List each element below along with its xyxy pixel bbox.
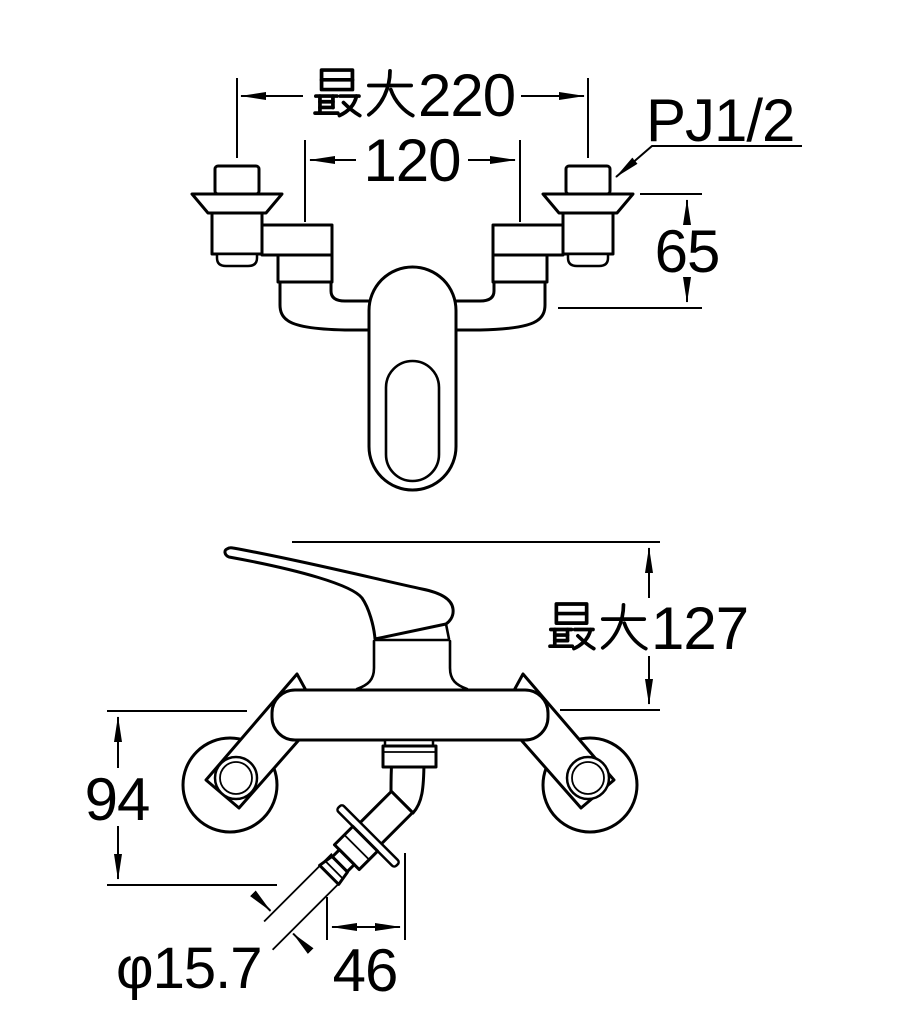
dim-spout-reach-value: 46	[333, 937, 398, 1004]
handle-neck	[448, 639, 469, 691]
dim-max-width-value: 220	[418, 62, 515, 129]
left-elbow	[278, 279, 382, 332]
right-union-nut	[491, 253, 549, 284]
right-supply-arm	[491, 223, 565, 257]
right-fitting-cap-bottom	[566, 252, 610, 268]
dim-spout-diameter-value: φ15.7	[116, 936, 262, 1001]
left-union-nut	[276, 253, 334, 284]
dim-wall-clearance-value: 65	[655, 218, 720, 285]
dim-spout-drop: 94	[85, 710, 277, 886]
kanji-saidai-icon	[367, 69, 415, 118]
thread-label: PJ1/2	[646, 87, 794, 154]
dim-spout-drop-value: 94	[85, 766, 150, 833]
dim-wall-clearance: 65	[558, 193, 720, 309]
dim-pipe-pitch-value: 120	[363, 127, 460, 194]
right-fitting-body	[561, 211, 615, 256]
kanji-saidai-icon	[313, 68, 362, 118]
spout-outlet-line	[324, 860, 344, 880]
callout-thread: PJ1/2	[615, 87, 802, 178]
kanji-saidai-icon	[600, 602, 648, 651]
left-wall-flange	[190, 192, 284, 215]
left-pipe-stub-inner	[219, 761, 253, 795]
dim-max-width: 220	[236, 62, 589, 158]
left-fitting-cap-bottom	[215, 252, 259, 268]
dim-max-height: 127	[292, 541, 749, 711]
handle-neck	[355, 639, 376, 691]
dia-ext-line	[263, 852, 333, 923]
lever-handle-front	[367, 265, 458, 492]
left-pipe-stub	[213, 755, 259, 801]
right-pipe-stub	[565, 755, 611, 801]
cartridge-cap-line	[444, 622, 451, 641]
right-pipe-stub-inner	[571, 761, 605, 795]
kanji-saidai-icon	[548, 602, 596, 651]
lever-grip-detail	[384, 359, 441, 483]
dim-pipe-pitch: 120	[304, 127, 521, 222]
dim-spout-reach: 46	[326, 853, 406, 1004]
front-view: 220 120 PJ1/2 65	[190, 62, 802, 492]
dia-ext-line	[271, 879, 343, 951]
valve-body	[270, 688, 550, 742]
spout-tip-assembly	[249, 789, 415, 955]
left-pipe-connector	[213, 164, 261, 196]
right-pipe-connector	[564, 164, 612, 196]
right-wall-flange	[541, 192, 635, 215]
dim-max-height-value: 127	[651, 595, 748, 662]
side-view: 127 94 46 φ15.7	[85, 541, 749, 1004]
left-supply-arm	[260, 223, 334, 257]
left-fitting-body	[210, 211, 264, 256]
spout-nut	[381, 744, 438, 769]
lever-handle-side	[223, 546, 455, 641]
spout-collar-line	[343, 834, 370, 861]
right-elbow	[443, 279, 547, 332]
